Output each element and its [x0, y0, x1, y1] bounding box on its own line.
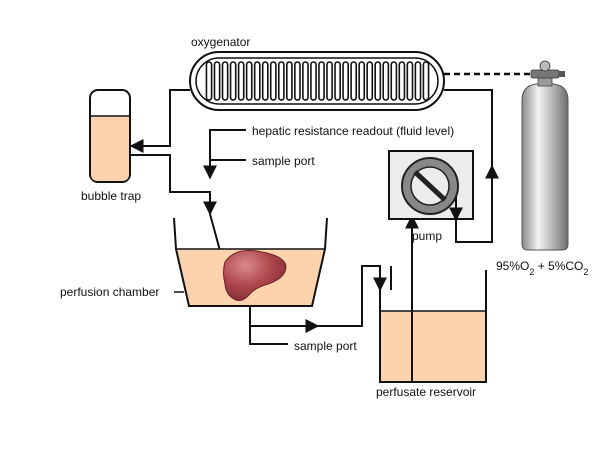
coil-loop [213, 61, 221, 101]
coil-loop [253, 61, 261, 101]
coil-loop [294, 61, 301, 101]
oxygenator-coil [205, 61, 430, 101]
coil-loop [261, 61, 269, 101]
tube-chamber-outflow [249, 306, 320, 333]
oxygenator-label: oxygenator [191, 35, 250, 49]
tube-trap-to-chamber [131, 154, 217, 216]
coil-loop [205, 61, 213, 101]
bubble-trap-label: bubble trap [81, 189, 141, 203]
hepatic-readout-label: hepatic resistance readout (fluid level) [252, 124, 454, 138]
gas-cylinder [521, 60, 569, 251]
coil-loop [366, 61, 374, 101]
coil-loop [302, 61, 309, 101]
coil-loop [310, 61, 317, 101]
coil-loop [334, 61, 341, 101]
coil-loop [414, 61, 422, 101]
coil-loop [237, 61, 245, 101]
coil-loop [422, 61, 430, 101]
coil-loop [390, 61, 398, 101]
tube-oxygenator-to-trap [129, 89, 190, 153]
pump [388, 150, 474, 220]
tube-pump-to-oxygenator [455, 164, 499, 243]
coil-loop [245, 61, 253, 101]
coil-loop [406, 61, 414, 101]
coil-loop [229, 61, 237, 101]
perfusate-reservoir [379, 270, 487, 383]
pump-label: pump [412, 229, 442, 243]
coil-loop [350, 61, 358, 101]
coil-loop [221, 61, 229, 101]
coil-loop [326, 61, 333, 101]
coil-loop [374, 61, 382, 101]
liver [223, 249, 287, 301]
coil-loop [286, 61, 293, 101]
gas-mixture-label: 95%O2 + 5%CO2 [496, 259, 588, 277]
perfusate-reservoir-label: perfusate reservoir [376, 385, 476, 399]
oxygenator [189, 51, 445, 111]
tube-readout [203, 129, 246, 180]
tube-to-reservoir [250, 265, 387, 327]
perfusion-chamber-label: perfusion chamber [60, 285, 159, 299]
coil-loop [318, 61, 325, 101]
sample-port-upper-label: sample port [252, 154, 315, 168]
coil-loop [358, 61, 366, 101]
coil-loop [342, 61, 349, 101]
tube-sample-port-lower [249, 326, 288, 345]
tube-oxygenator-inlet [444, 89, 493, 170]
coil-loop [269, 61, 277, 101]
coil-loop [398, 61, 406, 101]
sample-port-lower-label: sample port [294, 339, 357, 353]
coil-loop [277, 61, 285, 101]
coil-loop [382, 61, 390, 101]
bubble-trap [89, 89, 131, 183]
